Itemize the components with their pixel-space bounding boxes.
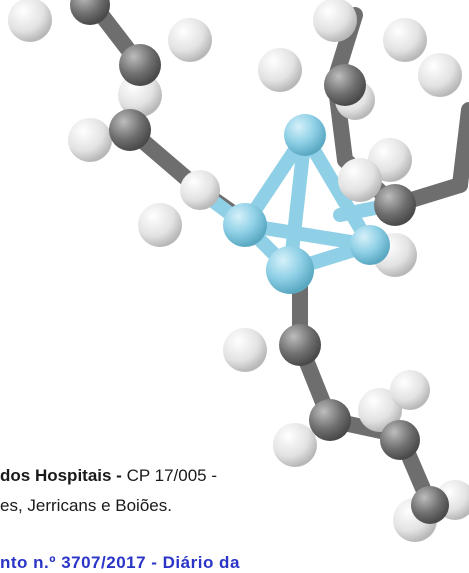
- cp-reference: CP 17/005 -: [121, 466, 217, 485]
- doc-line-2: es, Jerricans e Boiões.: [0, 496, 172, 515]
- hospital-label: dos Hospitais -: [0, 466, 122, 485]
- hydrogen-atoms: [8, 0, 469, 542]
- cluster-atoms: [223, 114, 390, 294]
- doc-line-1: dos Hospitais - CP 17/005 -: [0, 466, 217, 486]
- carbon-atoms: [70, 0, 449, 524]
